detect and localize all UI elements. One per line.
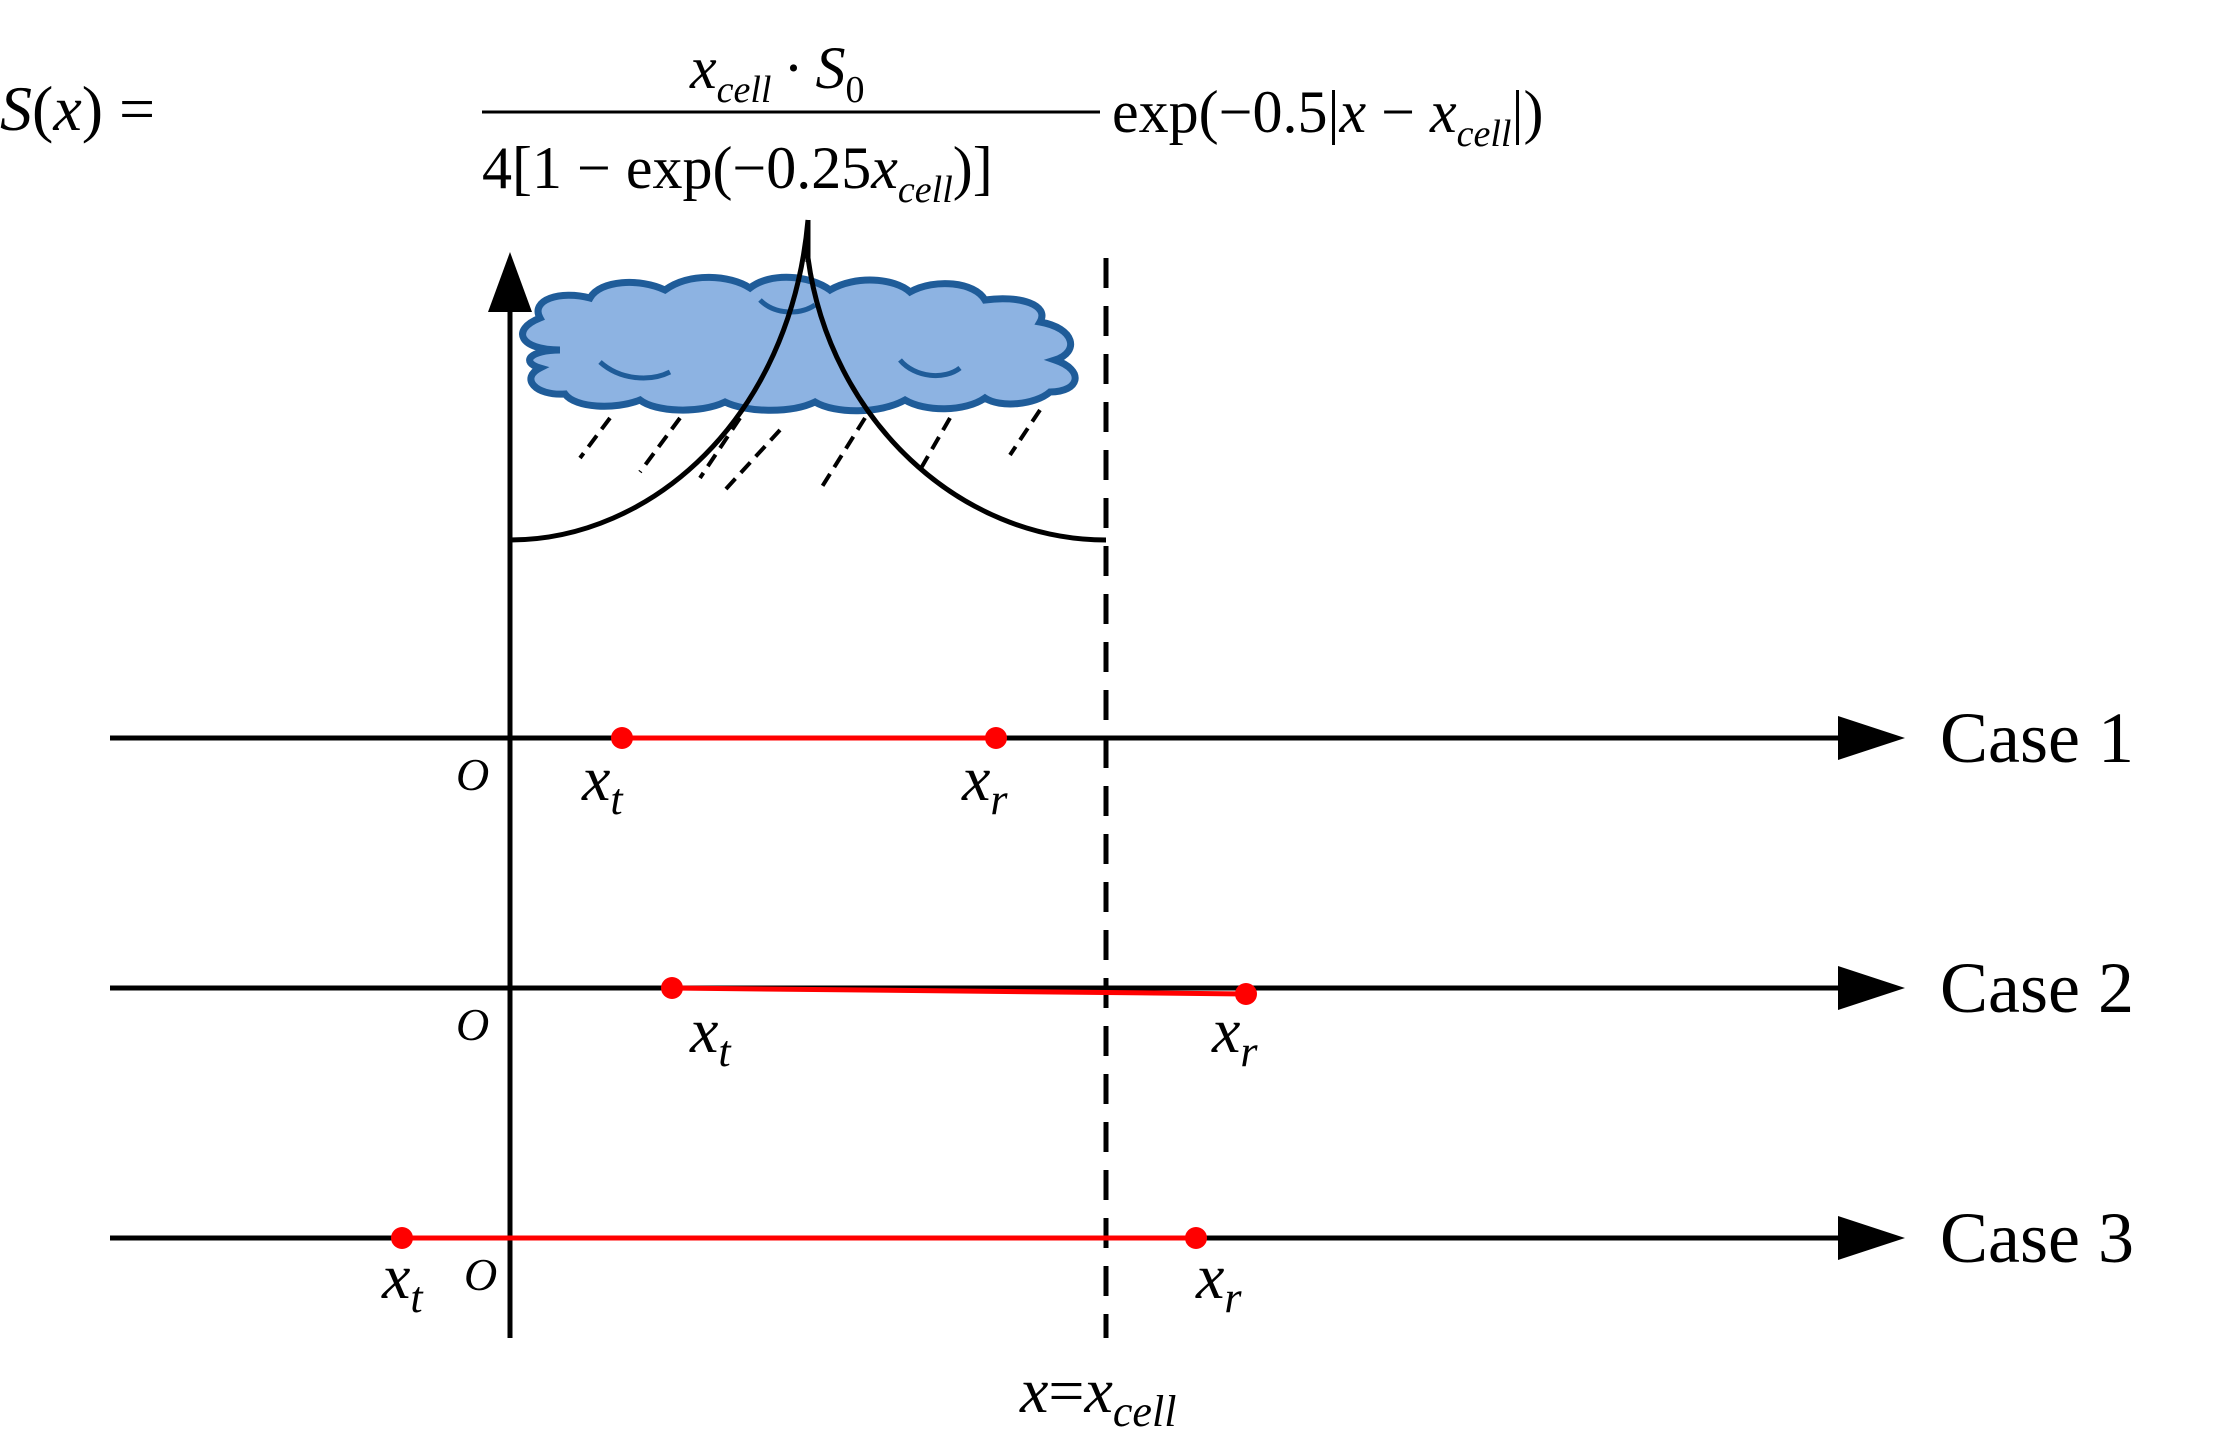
case-1-arrow-icon: [1838, 716, 1905, 760]
case-2-xt-point: [661, 977, 683, 999]
case-3-xr-label: xr: [1195, 1241, 1242, 1322]
case-2-xr-point: [1235, 983, 1257, 1005]
boundary-x2: x: [1084, 1355, 1113, 1426]
formula-rhs-x2: x: [1429, 79, 1457, 145]
svg-text:xcell·S0: xcell ·S0: [689, 35, 864, 111]
case-3-xr-point: [1185, 1227, 1207, 1249]
vertical-axis-arrow-icon: [488, 252, 532, 312]
case-2-arrow-icon: [1838, 966, 1905, 1010]
formula-num-dot: ·: [784, 35, 804, 101]
formula-rhs-suffix: |): [1511, 79, 1543, 145]
case-1-label: Case 1: [1940, 698, 2134, 778]
case-1: O xt xr Case 1: [110, 698, 2134, 824]
formula-den-cell: cell: [898, 169, 953, 211]
case-2-xr-label: xr: [1211, 995, 1258, 1076]
formula-lhs-S: S: [0, 73, 32, 144]
formula-lhs-open: (: [32, 73, 53, 144]
case-2: O xt xr Case 2: [110, 948, 2134, 1076]
boundary-x: x: [1019, 1355, 1048, 1426]
svg-text:exp(−0.5|x − xcell|): exp(−0.5|x − xcell|): [1112, 79, 1543, 155]
case-3-arrow-icon: [1838, 1216, 1905, 1260]
case-2-path: [671, 985, 1247, 997]
case-1-xt-label: xt: [581, 743, 624, 824]
formula-rhs-minus: −: [1366, 79, 1430, 145]
case-1-origin: O: [456, 749, 489, 800]
formula-den-prefix: 4[1 − exp(−0.25: [482, 135, 871, 201]
formula-den-suffix: )]: [953, 135, 993, 201]
case-1-xt-point: [611, 727, 633, 749]
formula-lhs-x: x: [52, 73, 81, 144]
rain-streaks: [578, 408, 1042, 492]
case-3-xt-point: [391, 1227, 413, 1249]
cloud-shape: [519, 273, 1079, 415]
formula-rhs-prefix: exp(−0.5|: [1112, 79, 1339, 145]
formula-num-cell: cell: [717, 69, 772, 111]
attenuation-formula: S(x) = . xcell·S0 4[1 − exp(−0.25xcell)]…: [0, 35, 1543, 211]
boundary-sub: cell: [1113, 1387, 1177, 1436]
formula-rhs-x: x: [1338, 79, 1366, 145]
formula-rhs-cell: cell: [1457, 113, 1512, 155]
case-2-xt-label: xt: [689, 995, 732, 1076]
case-3-label: Case 3: [1940, 1198, 2134, 1278]
case-3-xt-label: xt: [381, 1241, 424, 1322]
case-1-xr-label: xr: [961, 743, 1008, 824]
rain-cloud-icon: [519, 273, 1079, 492]
case-2-label: Case 2: [1940, 948, 2134, 1028]
formula-num-S: S: [815, 35, 845, 101]
case-1-xr-point: [985, 727, 1007, 749]
case-3: O xt xr Case 3: [110, 1198, 2134, 1322]
formula-den-x: x: [870, 135, 898, 201]
formula-num-zero: 0: [845, 69, 864, 111]
formula-lhs-close: ) =: [82, 73, 155, 144]
boundary-eq: =: [1048, 1355, 1084, 1426]
svg-text:S(x) = .: S(x) = .: [0, 73, 284, 144]
cell-boundary-label: x=xcell: [1019, 1355, 1176, 1436]
svg-text:4[1 − exp(−0.25xcell)]: 4[1 − exp(−0.25xcell)]: [482, 135, 993, 211]
formula-num-x: x: [689, 35, 717, 101]
case-2-origin: O: [456, 999, 489, 1050]
case-3-origin: O: [464, 1249, 497, 1300]
